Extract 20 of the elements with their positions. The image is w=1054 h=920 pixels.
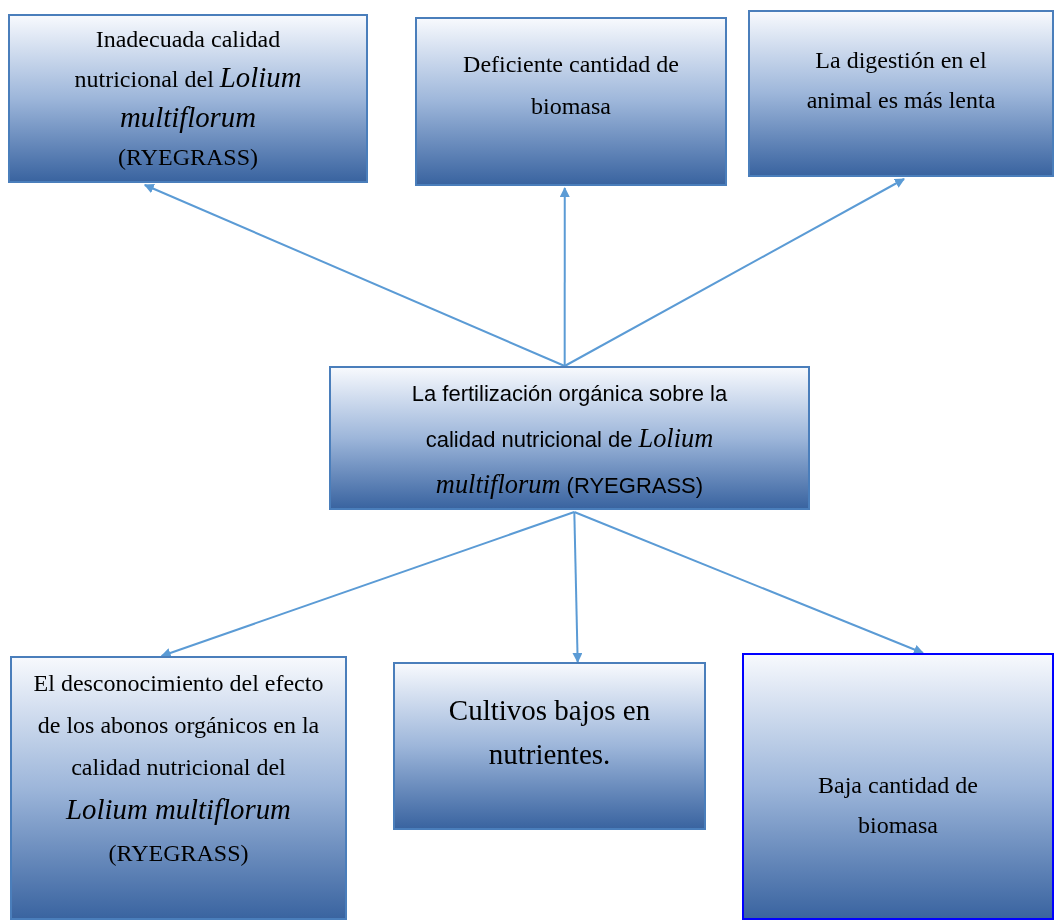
problem-box [742, 653, 1054, 920]
box-text: El desconocimiento del efecto de los abonos orgánicos en la calidad nutricional del Lolium multiflorum (RYEGRASS) [32, 669, 325, 868]
box-text: La fertilización orgánica sobre la calidad nutricional de Lolium multiflorum (RYEGRASS) [410, 380, 729, 501]
box-text: Baja cantidad de biomasa [817, 771, 979, 840]
problem-box [748, 10, 1054, 177]
arrow [572, 511, 583, 663]
arrow [573, 511, 924, 655]
box-text: La digestión en el animal es más lenta [805, 46, 997, 115]
box-text: Inadecuada calidad nutricional del Lolium multiflorum (RYEGRASS) [73, 25, 303, 172]
box-text: Deficiente cantidad de biomasa [462, 50, 680, 121]
box-text: Cultivos bajos en nutrientes. [447, 693, 652, 772]
problem-box [393, 662, 706, 830]
arrow [160, 511, 576, 658]
arrow [559, 187, 570, 367]
arrow [143, 183, 566, 367]
problem-box [415, 17, 727, 186]
problem-box [329, 366, 810, 510]
arrow [563, 178, 906, 367]
problem-box [8, 14, 368, 183]
problem-box [10, 656, 347, 920]
